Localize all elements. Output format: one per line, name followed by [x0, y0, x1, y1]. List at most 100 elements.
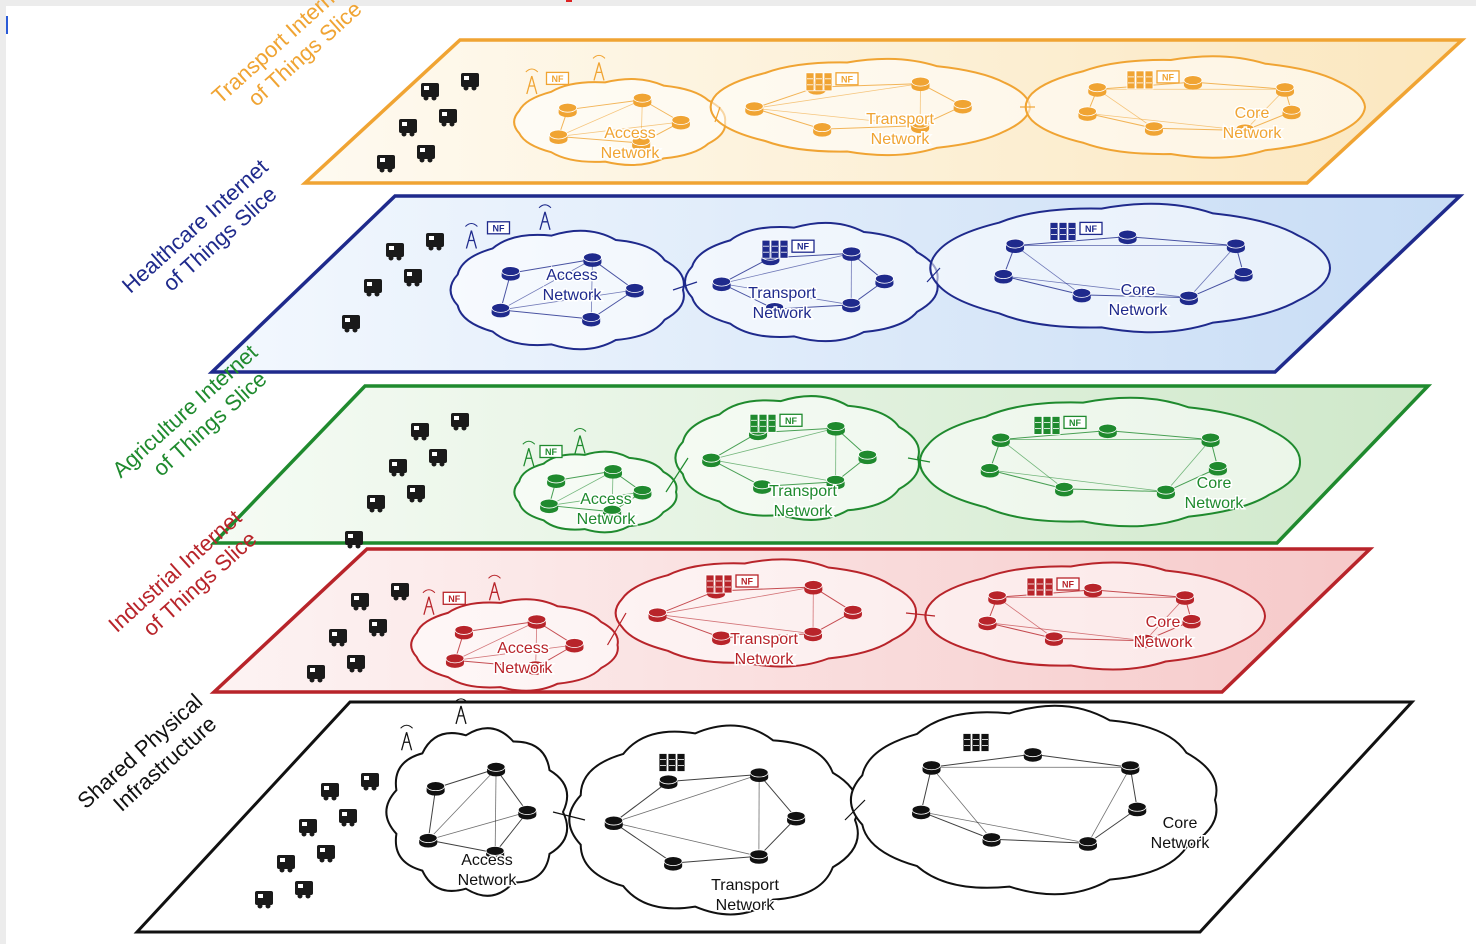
ship-icon	[464, 76, 469, 80]
car-icon	[441, 121, 447, 127]
nf-badge	[442, 591, 466, 605]
link-line	[494, 811, 528, 854]
bed-icon	[265, 903, 271, 909]
access-network-label-line2: Network	[458, 872, 518, 889]
inter-network-link	[926, 267, 941, 283]
antenna-icon	[465, 223, 478, 227]
router-icon	[911, 804, 931, 815]
washer-icon	[332, 632, 337, 636]
link-line	[590, 259, 593, 319]
link-line	[1188, 273, 1244, 299]
phone-icon	[427, 157, 433, 163]
link-line	[494, 768, 497, 853]
doctor-icon	[436, 245, 442, 251]
text-cursor	[6, 16, 8, 34]
window-top-edge	[0, 0, 1476, 6]
inter-network-link	[905, 612, 936, 617]
core-network-label-line2: Network	[1134, 634, 1194, 651]
scanner-icon	[367, 282, 372, 286]
router-icon	[1275, 82, 1295, 93]
access-network-cloud	[513, 78, 727, 166]
ship-icon	[461, 73, 479, 87]
router-icon	[671, 115, 691, 125]
router-icon	[1144, 121, 1164, 132]
access-network-label-line2: Network	[601, 145, 661, 162]
router-icon	[953, 99, 973, 109]
bus-icon	[409, 131, 415, 137]
link-line	[613, 822, 674, 864]
link-line	[657, 590, 717, 615]
link-line	[428, 839, 496, 854]
link-line	[762, 481, 836, 487]
link-line	[931, 767, 992, 840]
link-line	[774, 304, 852, 310]
router-icon	[1054, 481, 1074, 492]
router-icon	[603, 464, 623, 475]
router-icon	[786, 811, 806, 821]
server-icon	[658, 753, 668, 772]
sun-icon	[429, 449, 447, 463]
nf-badge	[486, 221, 511, 235]
phone-icon	[327, 857, 333, 863]
router-icon	[803, 626, 823, 637]
router-icon	[526, 660, 546, 671]
drone-icon	[305, 893, 311, 899]
bus-icon	[402, 122, 407, 126]
router-icon	[982, 832, 1001, 843]
home-icon	[277, 855, 295, 869]
link-line	[657, 586, 814, 615]
access-network-cloud	[449, 229, 685, 351]
nf-label: NF	[448, 594, 460, 604]
router-icon	[517, 805, 537, 815]
router-icon	[581, 312, 601, 322]
tree-icon	[461, 425, 467, 431]
plant-icon	[391, 471, 397, 477]
server-icon	[761, 239, 771, 259]
link-line	[548, 470, 614, 506]
access-network-label-line2: Network	[577, 511, 637, 528]
car-icon	[439, 109, 457, 123]
antenna-icon	[454, 698, 468, 703]
router-icon	[1156, 484, 1176, 495]
watering-can-icon	[411, 423, 429, 437]
transport-network-label-line2: Network	[774, 503, 834, 520]
link-line	[463, 620, 537, 633]
home-icon	[287, 867, 293, 873]
truck-icon	[424, 86, 429, 90]
ship-icon	[471, 85, 477, 91]
link-line	[816, 83, 921, 88]
plant-icon	[389, 459, 407, 473]
link-line	[1244, 88, 1286, 131]
sensor-icon	[394, 586, 399, 590]
link-line	[711, 427, 836, 461]
store-icon	[349, 821, 355, 827]
plant-icon	[399, 471, 405, 477]
link-line	[991, 838, 1089, 844]
router-icon	[765, 302, 785, 312]
router-icon	[1072, 287, 1092, 298]
server-icon	[980, 733, 990, 752]
tree-icon	[451, 413, 469, 427]
plant-icon	[392, 462, 397, 466]
link-line	[721, 283, 775, 310]
router-icon	[633, 485, 652, 495]
link-line	[613, 781, 669, 823]
link-line	[1087, 112, 1246, 131]
drone-icon	[379, 167, 385, 173]
antenna-icon	[523, 448, 535, 467]
inter-network-link	[552, 811, 586, 821]
ambulance-icon	[389, 246, 394, 250]
server-icon	[1067, 221, 1077, 241]
antenna-icon	[573, 428, 587, 432]
sprinkler-icon	[345, 531, 363, 545]
access-network-label-line1: Access	[546, 267, 598, 284]
server-icon	[1144, 70, 1154, 90]
server-icon	[723, 574, 733, 594]
nf-badge	[1156, 70, 1180, 84]
server-icon	[1051, 415, 1061, 435]
nf-label: NF	[1062, 580, 1074, 590]
car-icon	[449, 121, 455, 127]
router-icon	[454, 625, 474, 635]
camera-icon	[369, 619, 387, 633]
